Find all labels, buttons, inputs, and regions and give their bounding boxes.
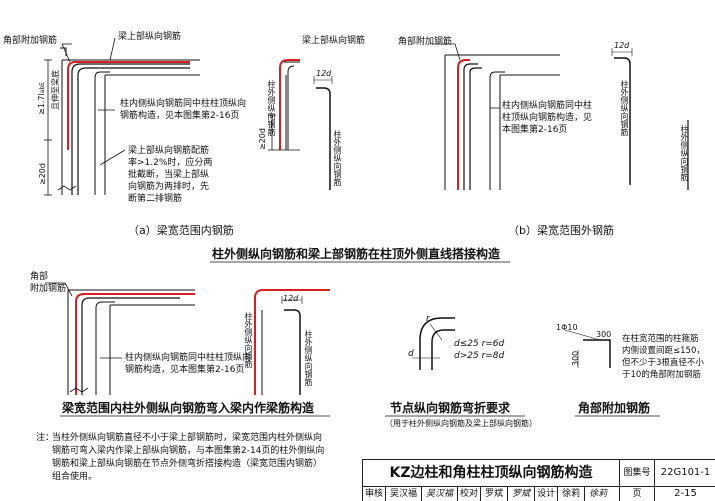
b-outer-label-1: 柱外侧纵向钢筋 <box>267 80 276 136</box>
detail-b-left-drawing <box>268 59 333 190</box>
e-300-side: 300 <box>571 350 580 366</box>
a-inner-note: 柱内侧纵向钢筋同中柱柱顶纵向钢筋构造，见本图集第2-16页 <box>120 99 247 121</box>
detail-d-drawing <box>412 317 455 370</box>
title-block: KZ边柱和角柱柱顶纵向钢筋构造 图集号 22G101-1 审核 吴汉福 吴汉福 … <box>362 459 715 501</box>
b-inner-note: 柱内侧纵向钢筋同中柱柱顶纵向钢筋构造，见本图集第2-16页 <box>502 101 593 135</box>
b-20d-label: ≥20d <box>258 128 267 150</box>
design-signature: 徐莉 <box>589 489 608 499</box>
c-inner-note: 柱内侧纵向钢筋同中柱柱顶纵向钢筋构造，见本图集第2-16页 <box>125 353 252 375</box>
a-dim-beam-label: 且伸至梁底 <box>51 70 60 110</box>
a-beam-top-label: 梁上部纵向钢筋 <box>118 32 182 42</box>
detail-c-drawing <box>45 282 330 395</box>
check-name: 罗斌 <box>481 487 509 501</box>
a-caption: （a）梁宽范围内钢筋 <box>128 224 234 237</box>
e-300-top: 300 <box>596 330 612 339</box>
page-number: 2-15 <box>674 488 697 499</box>
e-phi-label: 1Φ10 <box>556 323 578 332</box>
d-rule-2: d>25 r=8d <box>454 351 505 361</box>
d-r-label: r <box>426 314 430 324</box>
detail-b-right-drawing <box>432 43 689 190</box>
detail-a-drawing <box>44 37 200 196</box>
b-12d-label-2: 12d <box>614 41 630 50</box>
detail-e-drawing <box>564 329 611 368</box>
b-12d-label-1: 12d <box>316 69 332 78</box>
b-beam-top-label: 梁上部纵向钢筋 <box>302 36 366 46</box>
a-dim-20d-label: ≥20d <box>38 163 47 185</box>
design-label: 设计 <box>535 487 559 501</box>
check-label: 校对 <box>458 487 482 501</box>
b-outer-label-2: 柱外侧纵向钢筋 <box>333 130 342 186</box>
d-d-label: d <box>408 349 414 359</box>
c-corner-bar-label: 角部附加钢筋 <box>30 272 67 294</box>
b-outer-label-3: 柱外侧纵向钢筋 <box>620 80 629 136</box>
main-title: 柱外侧纵向钢筋和梁上部钢筋在柱顶外侧直线搭接构造 <box>212 247 501 261</box>
d-rule-1: d≤25 r=6d <box>454 339 505 349</box>
check-signature: 罗斌 <box>508 487 536 501</box>
signature-row: 审核 吴汉福 吴汉福 校对 罗斌 罗斌 设计 徐莉 徐莉 <box>363 487 620 501</box>
c-title: 梁宽范围内柱外侧纵向钢筋弯入梁内作梁筋构造 <box>62 401 315 415</box>
atlas-number: 22G101-1 <box>655 460 715 487</box>
e-note: 在柱宽范围的柱箍筋内侧设置间距≤150，但不少于3根直径不小于10的角部附加钢筋 <box>622 334 705 380</box>
c-12d-label: 12d <box>283 294 299 303</box>
d-subtitle: （用于柱外侧纵向钢筋及梁上部纵向钢筋） <box>385 419 537 428</box>
atlas-label: 图集号 <box>620 460 655 487</box>
review-signature: 吴汉福 <box>422 487 459 501</box>
a-corner-bar-label: 角部附加钢筋 <box>3 36 58 46</box>
review-name: 吴汉福 <box>386 487 423 501</box>
b-caption: （b）梁宽范围外钢筋 <box>508 224 614 237</box>
d-title: 节点纵向钢筋弯折要求 <box>390 401 511 415</box>
b-outer-label-4: 柱外侧纵向钢筋 <box>680 125 689 181</box>
drawing-title: KZ边柱和角柱柱顶纵向钢筋构造 <box>363 460 620 487</box>
note-label: 注： <box>36 433 55 443</box>
c-outer-label-1: 柱外侧纵向钢筋 <box>244 312 253 368</box>
note-text: 当柱外侧纵向钢筋直径不小于梁上部钢筋时，梁宽范围内柱外侧纵向钢筋可弯入梁内作梁上… <box>52 433 325 482</box>
c-outer-label-2: 柱外侧纵向钢筋 <box>304 330 313 386</box>
page-label: 页 <box>620 487 655 501</box>
a-dim-17-label: ≥1.7labE <box>37 82 46 115</box>
e-title: 角部附加钢筋 <box>578 401 651 415</box>
a-ratio-note: 梁上部纵向钢筋配筋率>1.2%时，应分两批截断，当梁上部纵向钢筋为两排时，先断第… <box>128 146 213 204</box>
review-label: 审核 <box>363 487 387 501</box>
design-name: 徐莉 <box>558 487 586 501</box>
b-corner-bar-label: 角部附加钢筋 <box>398 37 453 47</box>
